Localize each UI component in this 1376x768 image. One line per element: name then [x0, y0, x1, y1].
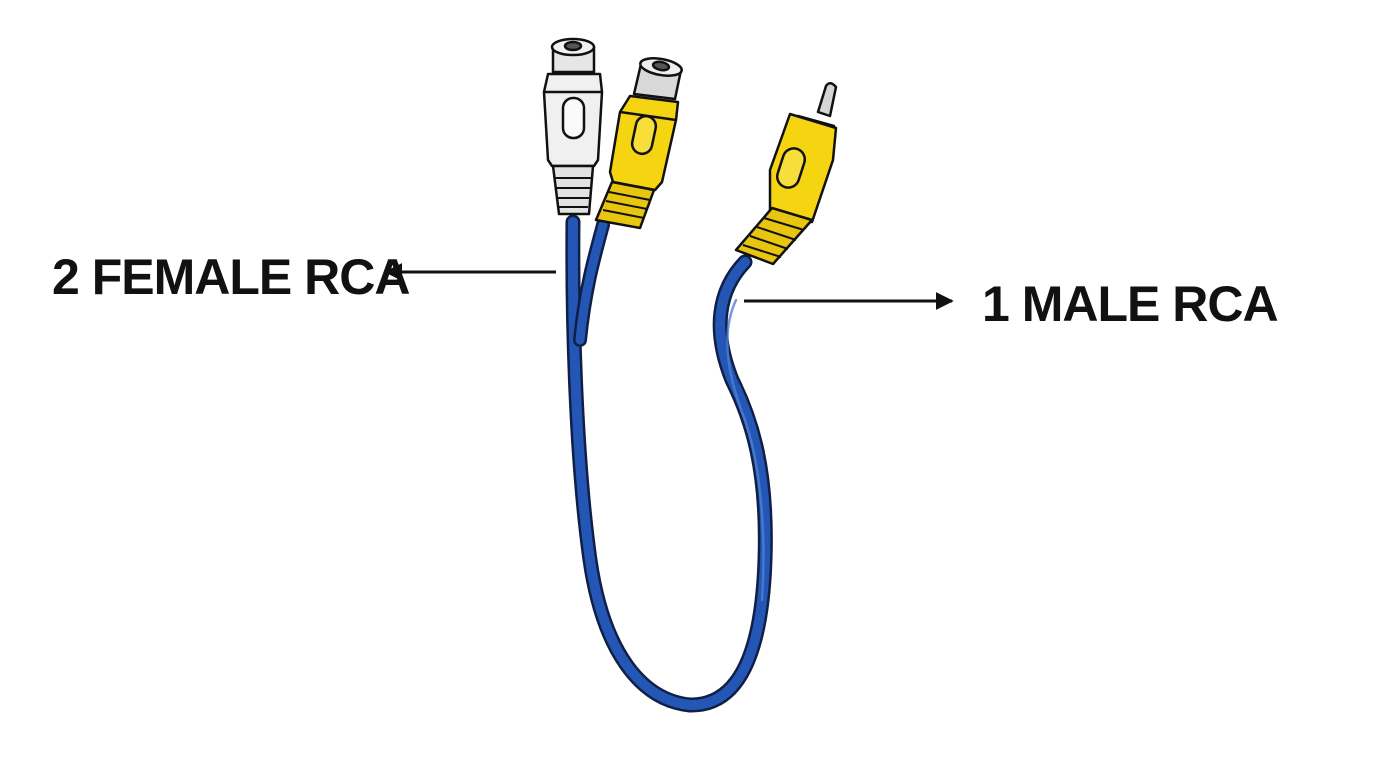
male-rca-label: 1 MALE RCA	[982, 276, 1278, 332]
yellow-female-rca-connector	[594, 57, 683, 230]
white-female-rca-connector	[542, 37, 604, 216]
yellow-male-rca-plug	[734, 82, 838, 266]
blue-y-splitter-cable	[565, 214, 773, 713]
female-rca-label: 2 FEMALE RCA	[52, 249, 409, 305]
